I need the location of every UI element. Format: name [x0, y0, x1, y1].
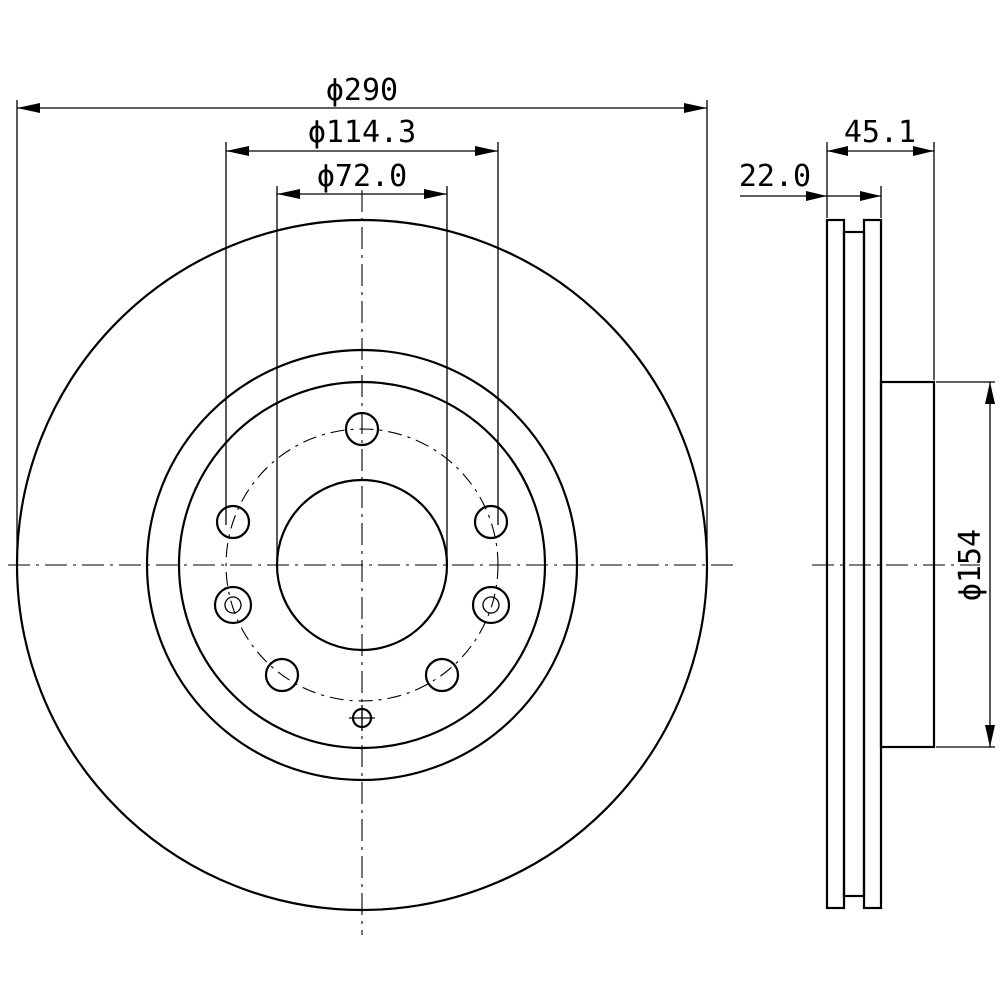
bolt-circle-label: ϕ114.3 — [308, 115, 416, 150]
dimension-outer-diameter: ϕ290 — [16, 73, 708, 560]
center-bore-label: ϕ72.0 — [317, 159, 407, 194]
bolt-hole — [424, 657, 460, 693]
threaded-hole-outer — [213, 585, 253, 625]
bolt-circle — [225, 428, 499, 702]
side-view — [812, 218, 980, 910]
bolt-hole — [344, 411, 380, 447]
hat-diameter-label: ϕ154 — [953, 529, 988, 601]
friction-ring-left — [825, 218, 846, 910]
hat-section — [879, 380, 936, 749]
dimension-bolt-circle: ϕ114.3 — [225, 115, 499, 525]
front-view — [8, 190, 735, 935]
hat-outer-edge — [145, 348, 579, 782]
bolt-hole — [264, 657, 300, 693]
friction-ring-right — [862, 218, 883, 910]
threaded-hole-inner — [224, 596, 242, 614]
overall-height-label: 45.1 — [844, 115, 916, 150]
dimension-center-bore: ϕ72.0 — [276, 159, 448, 565]
dimension-disc-thickness: 22.0 — [739, 159, 882, 218]
threaded-hole-inner — [482, 596, 500, 614]
dimension-overall-height: 45.1 — [826, 115, 935, 380]
outer-diameter-label: ϕ290 — [326, 73, 398, 108]
dimension-hat-diameter: ϕ154 — [936, 381, 995, 748]
outer-disc-edge — [15, 218, 709, 912]
bolt-hole — [215, 504, 251, 540]
hat-inner-edge — [177, 380, 547, 750]
bolt-hole — [473, 504, 509, 540]
threaded-hole-outer — [471, 585, 511, 625]
vent-section — [842, 230, 866, 898]
disc-thickness-label: 22.0 — [739, 159, 811, 194]
